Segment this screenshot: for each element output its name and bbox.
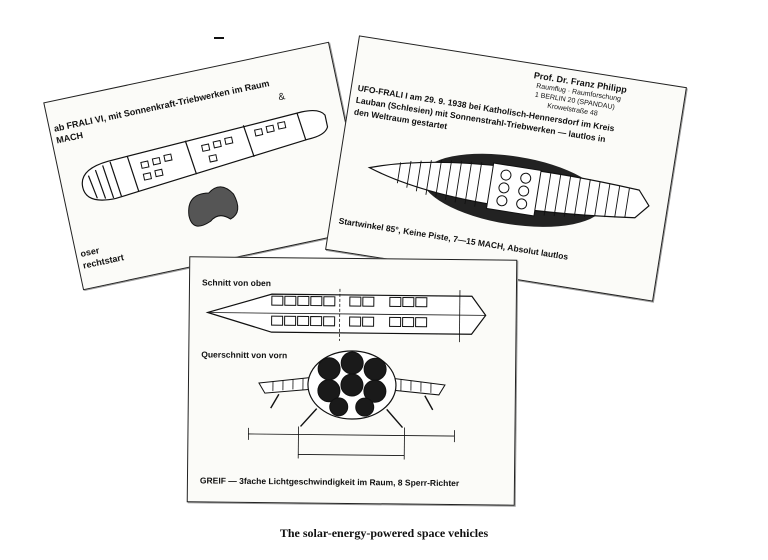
front-view-label: Querschnitt von vorn [201, 349, 288, 361]
scan-mark [214, 37, 224, 39]
cigar-craft-drawing [81, 109, 329, 227]
left-photo-card: ab FRALI VI, mit Sonnenkraft-Triebwerken… [43, 41, 369, 291]
bottom-photo-card: Schnitt von oben [186, 256, 518, 506]
greif-craft-drawing [205, 288, 487, 460]
figure-caption: The solar-energy-powered space vehicles [279, 526, 489, 540]
saucer-craft-drawing [367, 153, 650, 227]
right-photo-card: Prof. Dr. Franz Philipp Raumflug · Raumf… [325, 35, 687, 302]
